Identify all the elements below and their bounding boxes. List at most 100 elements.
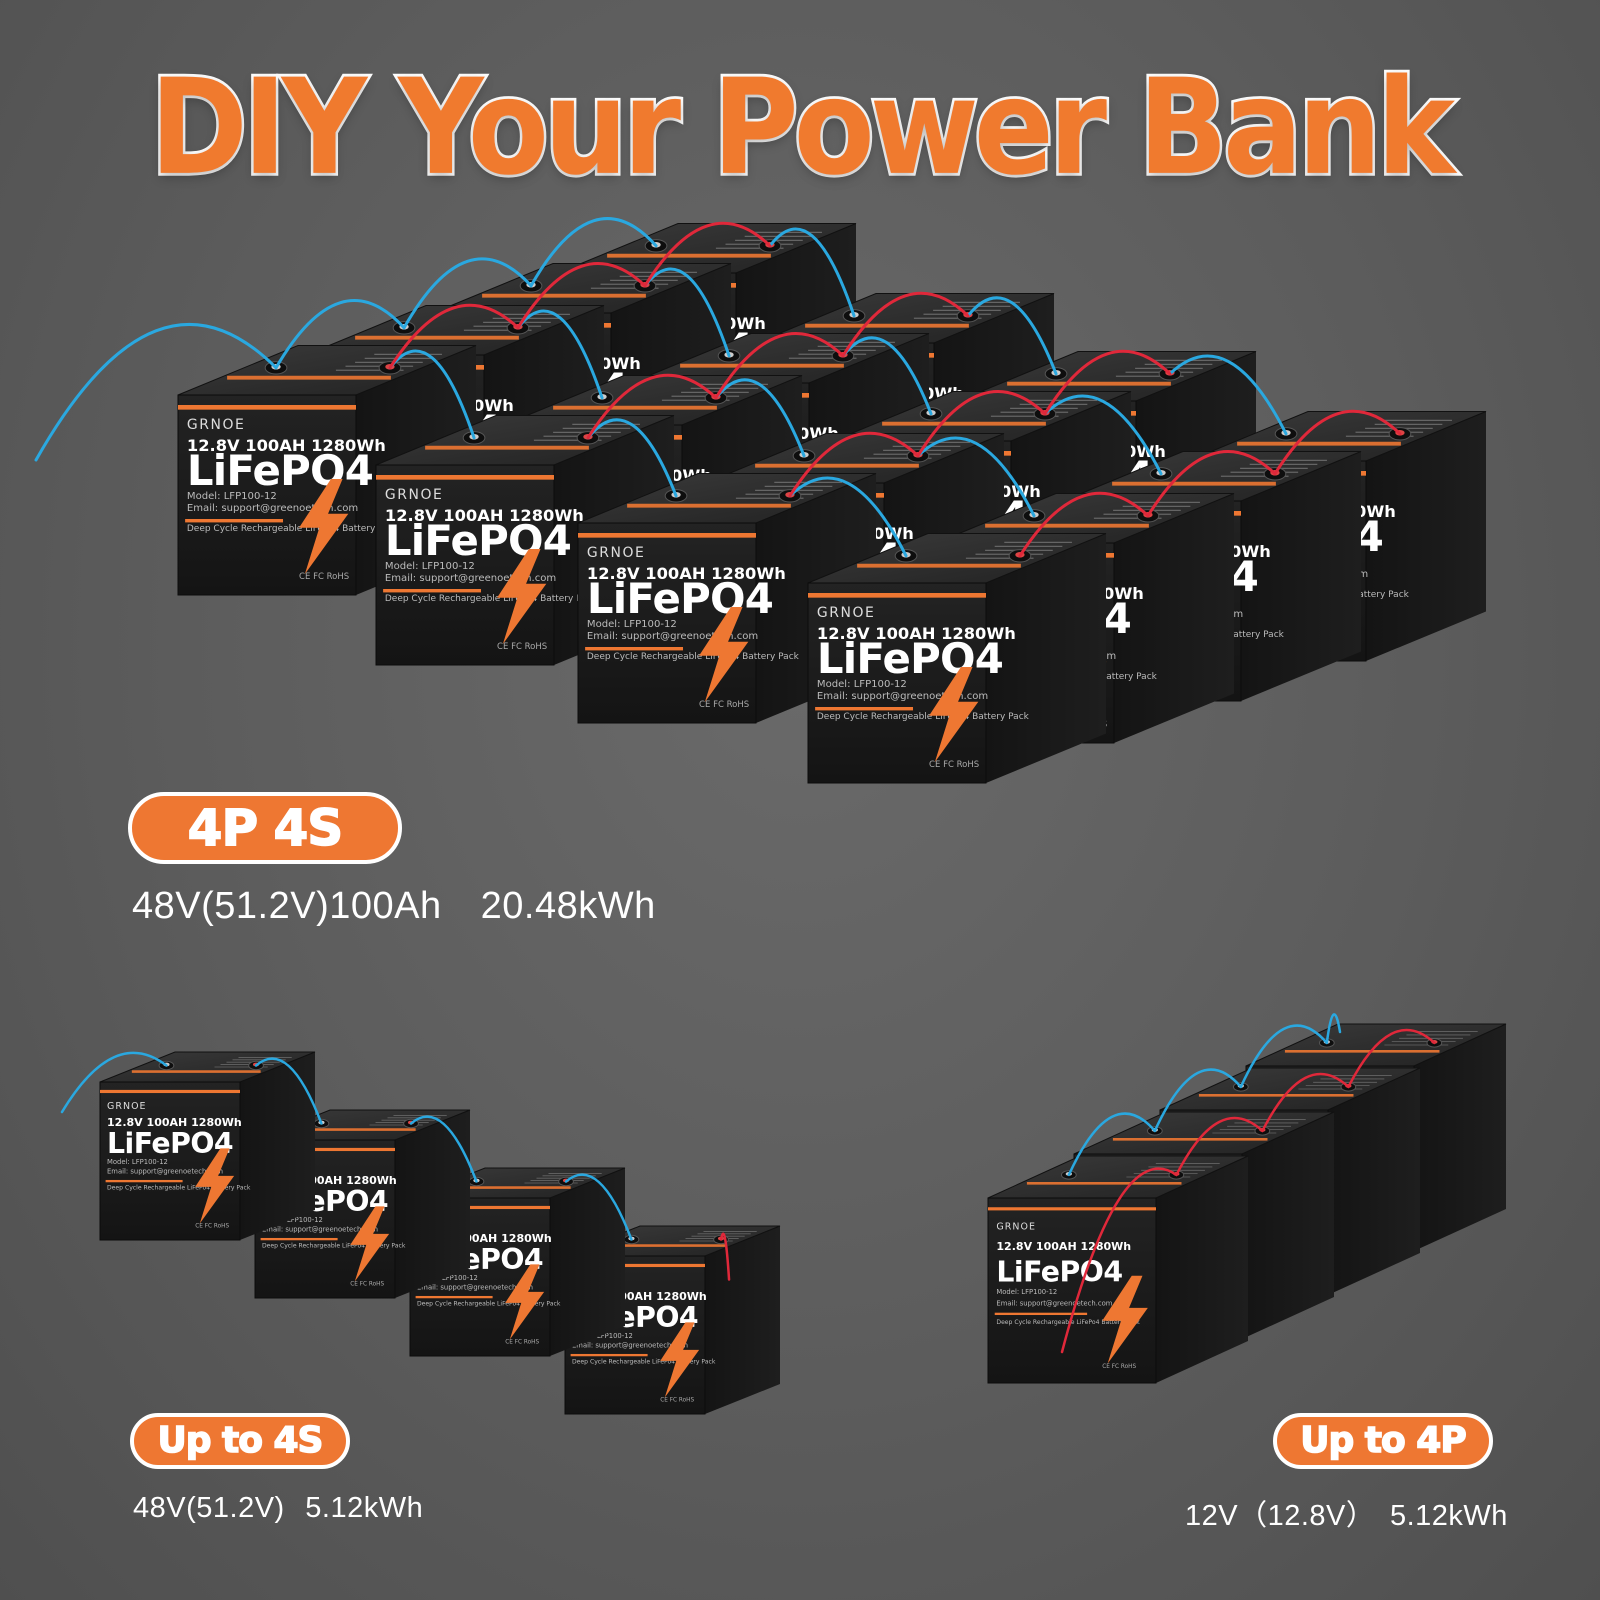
config-spec-4p: 12V（12.8V） 5.12kWh (1185, 1500, 1508, 1532)
negative-cable (564, 1173, 633, 1241)
svg-text:CE FC RoHS: CE FC RoHS (699, 700, 749, 710)
positive-cable (1146, 450, 1277, 518)
positive-cable (516, 262, 647, 330)
lightning-icon (299, 479, 349, 575)
svg-text:CE FC RoHS: CE FC RoHS (497, 642, 547, 652)
svg-text:Deep Cycle Rechargeable LiFePo: Deep Cycle Rechargeable LiFePo4 Battery … (817, 712, 1030, 722)
svg-text:12.8V 100AH 1280Wh: 12.8V 100AH 1280Wh (187, 436, 386, 455)
svg-text:Model: LFP100-12: Model: LFP100-12 (996, 1288, 1057, 1296)
negative-cable (788, 476, 908, 558)
negative-cable (34, 322, 278, 462)
svg-text:Email: support@greenoetech.com: Email: support@greenoetech.com (587, 631, 758, 642)
positive-cable (1060, 1167, 1178, 1354)
svg-text:CE FC RoHS: CE FC RoHS (350, 1281, 384, 1287)
svg-text:Deep Cycle Rechargeable LiFePo: Deep Cycle Rechargeable LiFePo4 Battery … (262, 1242, 406, 1249)
negative-cable (274, 299, 406, 370)
svg-text:CE FC RoHS: CE FC RoHS (195, 1223, 229, 1229)
config-badge-4s: Up to 4S (130, 1413, 350, 1469)
svg-text:LiFePO4: LiFePO4 (996, 1255, 1122, 1288)
negative-cable (916, 436, 1036, 518)
config-spec-4p4s: 48V(51.2V)100Ah 20.48kWh (132, 885, 656, 927)
svg-text:Deep Cycle Rechargeable LiFePo: Deep Cycle Rechargeable LiFePo4 Battery … (107, 1184, 251, 1191)
positive-cable (1043, 349, 1172, 416)
svg-text:12.8V 100AH 1280Wh: 12.8V 100AH 1280Wh (817, 624, 1016, 643)
positive-cable (719, 1232, 731, 1281)
svg-text:LiFePO4: LiFePO4 (587, 574, 773, 623)
svg-text:LiFePO4: LiFePO4 (385, 516, 571, 565)
svg-text:Email: support@greenoetech.com: Email: support@greenoetech.com (572, 1342, 688, 1350)
svg-text:Model: LFP100-12: Model: LFP100-12 (587, 619, 677, 630)
negative-cable (60, 1051, 168, 1114)
positive-cable (1347, 1028, 1436, 1089)
svg-text:Model: LFP100-12: Model: LFP100-12 (107, 1158, 168, 1166)
positive-cable (643, 221, 772, 288)
lightning-icon (660, 1322, 700, 1398)
svg-text:12.8V 100AH 1280Wh: 12.8V 100AH 1280Wh (996, 1240, 1131, 1253)
svg-text:LiFePO4: LiFePO4 (817, 634, 1003, 683)
negative-cable (1043, 394, 1163, 476)
positive-cable (788, 431, 920, 498)
svg-text:LiFePO4: LiFePO4 (187, 446, 373, 495)
lightning-icon (195, 1148, 235, 1224)
svg-text:Model: LFP100-12: Model: LFP100-12 (262, 1216, 323, 1224)
negative-cable (586, 418, 678, 498)
negative-cable (409, 1115, 478, 1183)
svg-text:Model: LFP100-12: Model: LFP100-12 (417, 1274, 478, 1282)
lightning-icon (350, 1206, 390, 1282)
lightning-icon (505, 1264, 545, 1340)
svg-text:Deep Cycle Rechargeable LiFePo: Deep Cycle Rechargeable LiFePo4 Battery … (417, 1300, 561, 1307)
positive-cable (1175, 1116, 1264, 1177)
svg-text:Model: LFP100-12: Model: LFP100-12 (385, 561, 475, 572)
svg-text:GRNOE: GRNOE (385, 487, 443, 503)
svg-text:Email: support@greenoetech.com: Email: support@greenoetech.com (107, 1168, 223, 1176)
svg-text:12.8V 100AH 1280Wh: 12.8V 100AH 1280Wh (587, 564, 786, 583)
svg-text:GRNOE: GRNOE (587, 545, 645, 561)
svg-text:GRNOE: GRNOE (996, 1221, 1036, 1232)
svg-text:GRNOE: GRNOE (187, 417, 245, 433)
svg-text:Deep Cycle Rechargeable LiFePo: Deep Cycle Rechargeable LiFePo4 Battery … (385, 594, 598, 604)
lightning-icon (929, 667, 979, 763)
svg-text:Email: support@greenoetech.com: Email: support@greenoetech.com (417, 1284, 533, 1292)
svg-text:CE FC RoHS: CE FC RoHS (505, 1339, 539, 1345)
positive-cable (916, 390, 1047, 458)
headline: DIY Your Power Bank (147, 47, 1457, 207)
positive-cable (1261, 1072, 1350, 1133)
svg-text:LiFePO4: LiFePO4 (107, 1127, 233, 1160)
negative-cable (1239, 1024, 1329, 1089)
positive-cable (1018, 491, 1150, 558)
svg-text:Deep Cycle Rechargeable LiFePo: Deep Cycle Rechargeable LiFePo4 Battery … (996, 1319, 1140, 1326)
svg-text:Email: support@greenoetech.com: Email: support@greenoetech.com (187, 503, 358, 514)
svg-text:Model: LFP100-12: Model: LFP100-12 (187, 491, 277, 502)
positive-cable (841, 291, 970, 358)
lightning-icon (497, 549, 547, 645)
negative-cable (388, 349, 476, 440)
svg-text:CE FC RoHS: CE FC RoHS (299, 572, 349, 582)
negative-cable (714, 378, 806, 458)
lightning-icon (1102, 1275, 1148, 1364)
negative-cable (1168, 354, 1288, 436)
config-badge-4p4s: 4P 4S (128, 792, 402, 864)
negative-cable (529, 217, 658, 288)
negative-cable (1153, 1068, 1243, 1133)
svg-text:12.8V 100AH 1280Wh: 12.8V 100AH 1280Wh (107, 1116, 242, 1129)
negative-cable (402, 257, 533, 330)
negative-cable (841, 336, 933, 416)
svg-text:Email: support@greenoetech.com: Email: support@greenoetech.com (817, 691, 988, 702)
svg-text:Email: support@greenoetech.com: Email: support@greenoetech.com (385, 573, 556, 584)
negative-cable (768, 227, 856, 318)
svg-text:Deep Cycle Rechargeable LiFePo: Deep Cycle Rechargeable LiFePo4 Battery … (187, 524, 400, 534)
lightning-icon (699, 607, 749, 703)
positive-cable (388, 303, 520, 370)
positive-cable (714, 332, 845, 400)
svg-text:Deep Cycle Rechargeable LiFePo: Deep Cycle Rechargeable LiFePo4 Battery … (572, 1358, 716, 1365)
svg-text:12.8V 100AH 1280Wh: 12.8V 100AH 1280Wh (385, 506, 584, 525)
svg-text:CE FC RoHS: CE FC RoHS (660, 1397, 694, 1403)
svg-text:Model: LFP100-12: Model: LFP100-12 (817, 679, 907, 690)
positive-cable (586, 373, 718, 440)
negative-cable (254, 1057, 323, 1125)
negative-cable (516, 309, 604, 400)
